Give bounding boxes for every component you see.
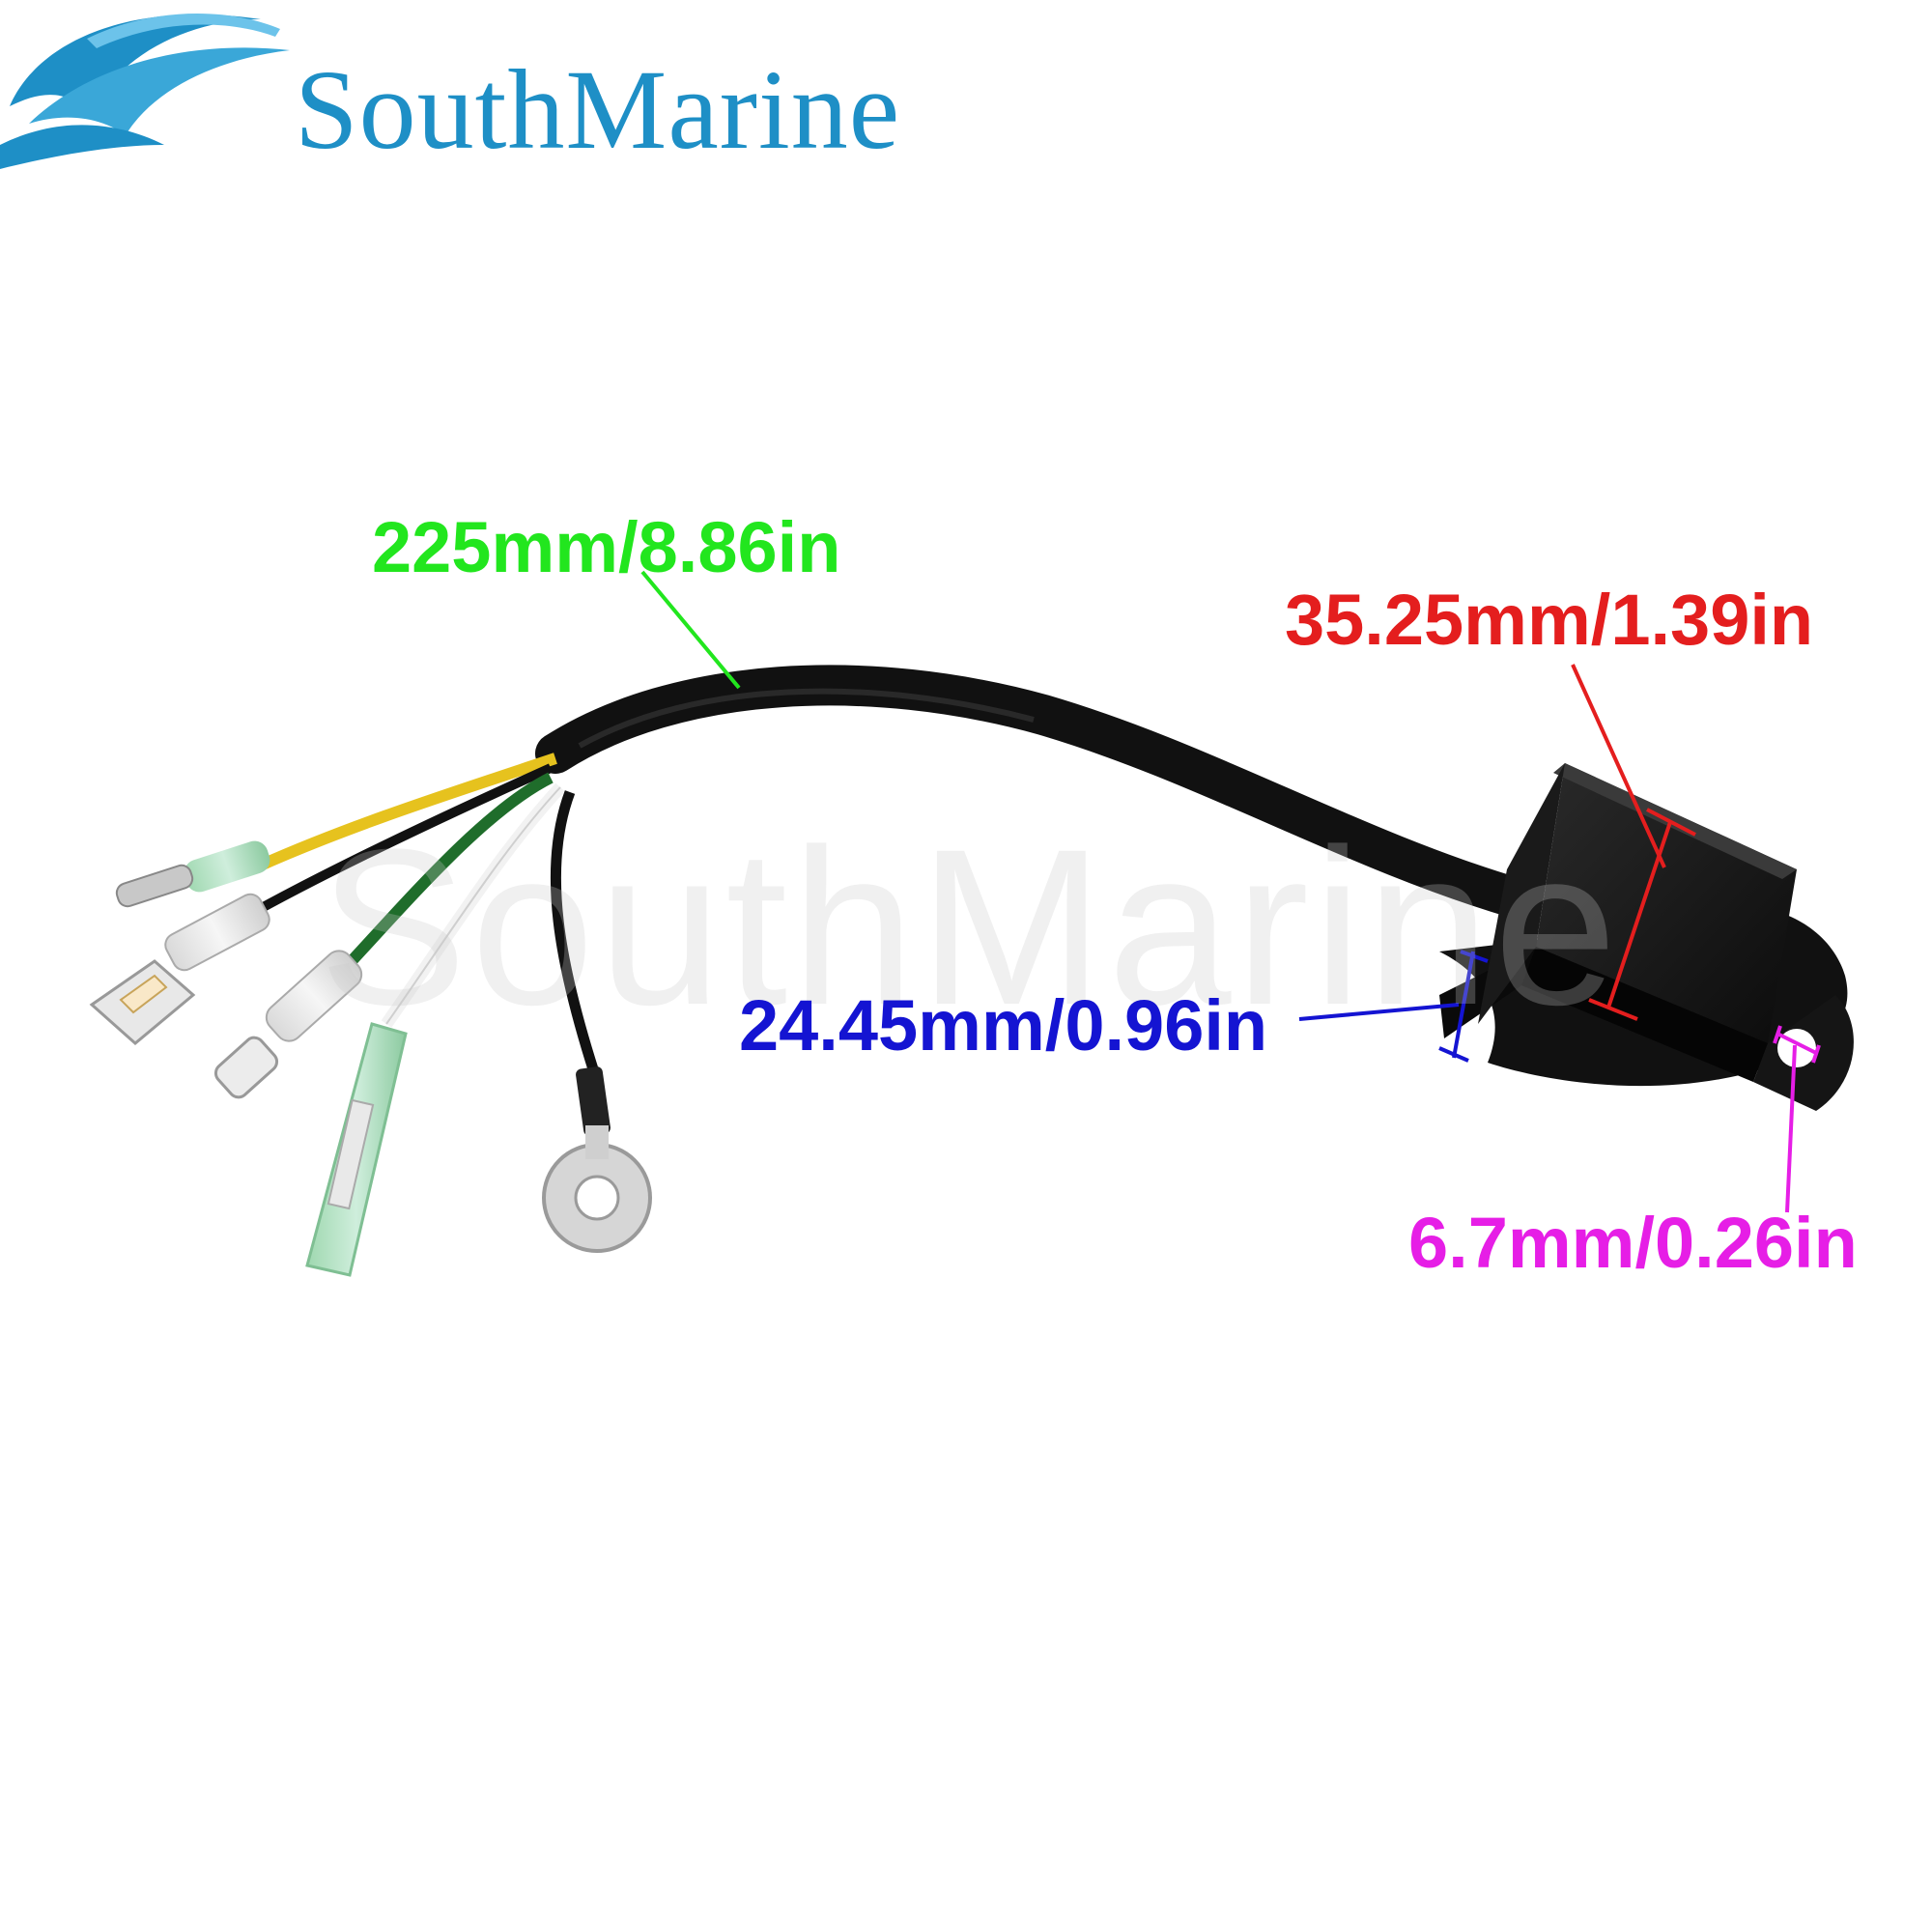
wire-black-ground bbox=[550, 790, 600, 1074]
box-width-label: 24.45mm/0.96in bbox=[739, 985, 1268, 1065]
main-cable bbox=[535, 665, 1537, 919]
spade-connector-2 bbox=[213, 950, 363, 1099]
brand-logo-text: SouthMarine bbox=[295, 46, 901, 173]
cdi-unit bbox=[1439, 763, 1854, 1111]
wire-yellow bbox=[253, 753, 557, 873]
logo-wave-icon bbox=[0, 13, 290, 169]
width-dimension-marker bbox=[1298, 950, 1489, 1063]
height-dimension-marker bbox=[1571, 664, 1696, 1021]
bullet-connector-yellow bbox=[115, 840, 270, 908]
watermark-text: SouthMarine bbox=[319, 803, 1622, 1051]
spade-connector-1 bbox=[89, 893, 270, 1045]
wire-black-thin bbox=[224, 763, 554, 932]
cable-length-label: 225mm/8.86in bbox=[372, 507, 841, 587]
box-height-label: 35.25mm/1.39in bbox=[1285, 580, 1814, 660]
bullet-connector-green bbox=[305, 1022, 408, 1277]
hole-diameter-label: 6.7mm/0.26in bbox=[1408, 1203, 1858, 1283]
ring-terminal bbox=[542, 1066, 652, 1253]
hole-dimension-marker bbox=[1773, 1025, 1821, 1213]
wire-green bbox=[333, 772, 554, 980]
cable-length-leader bbox=[640, 570, 741, 690]
wire-bundle bbox=[224, 753, 600, 1074]
